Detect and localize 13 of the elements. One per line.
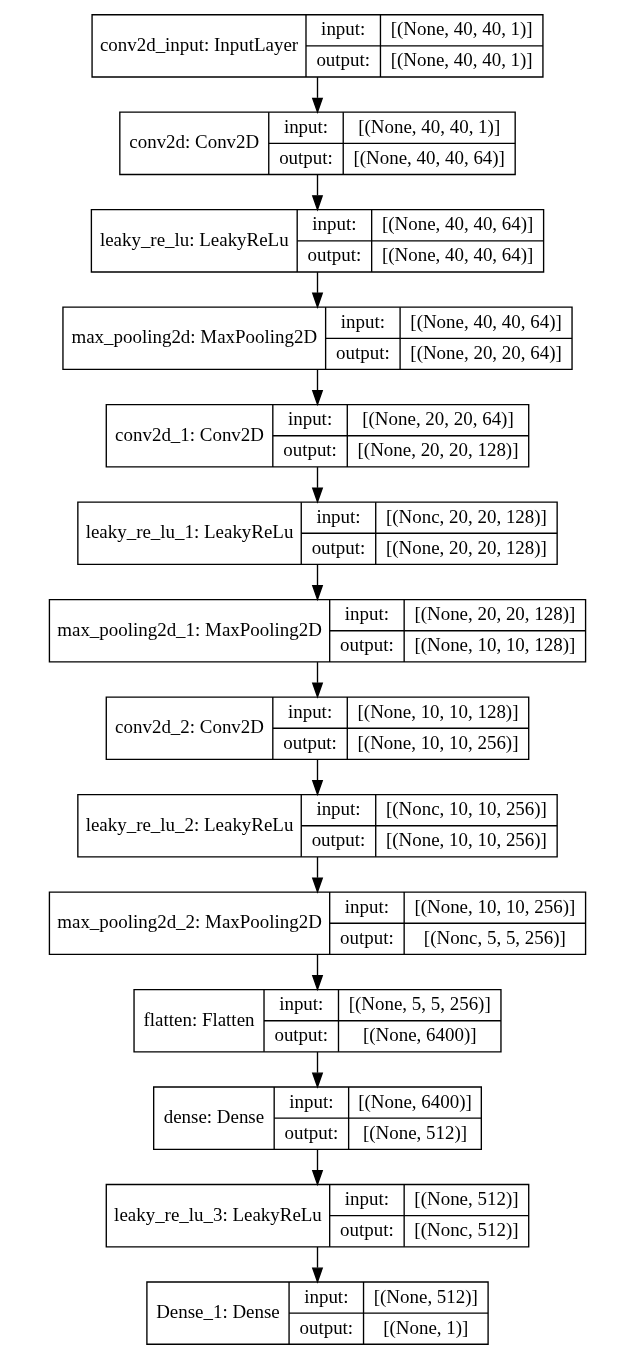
- arrow: [311, 271, 324, 309]
- arrow: [311, 368, 324, 407]
- arrow: [311, 953, 324, 992]
- arrow: [311, 466, 324, 504]
- arrow: [311, 1148, 324, 1187]
- arrow: [311, 856, 324, 894]
- arrow: [311, 174, 324, 212]
- arrow: [311, 76, 324, 114]
- arrow: [311, 1246, 324, 1284]
- arrow: [311, 1051, 324, 1089]
- arrow: [311, 563, 324, 602]
- arrow: [311, 758, 324, 797]
- arrow: [311, 661, 324, 699]
